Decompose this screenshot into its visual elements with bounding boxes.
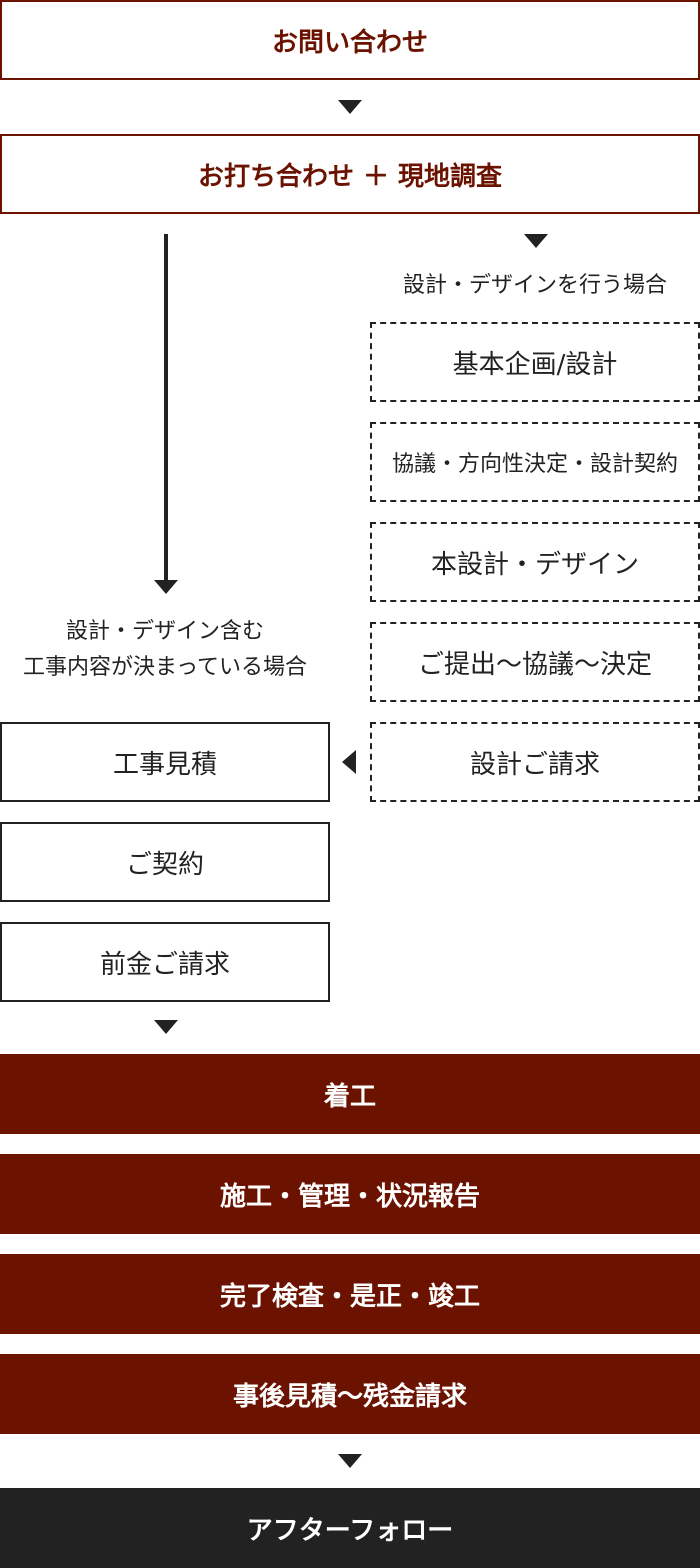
down-arrow-icon [154, 1020, 178, 1034]
design-step: 本設計・デザイン [370, 522, 700, 602]
construction-step: 前金ご請求 [0, 922, 330, 1002]
direct-branch-label-line1: 設計・デザイン含む [65, 619, 264, 644]
down-arrow-icon [524, 234, 548, 248]
down-arrow-icon [338, 100, 362, 114]
direct-branch-line [164, 234, 168, 584]
execution-step: 事後見積〜残金請求 [0, 1354, 700, 1434]
design-step: 設計ご請求 [370, 722, 700, 802]
down-arrow-icon [338, 1454, 362, 1468]
down-arrow-icon [154, 580, 178, 594]
step-meeting-survey: お打ち合わせ ＋ 現地調査 [0, 134, 700, 214]
direct-branch-label: 設計・デザイン含む 工事内容が決まっている場合 [0, 614, 330, 686]
execution-step: 完了検査・是正・竣工 [0, 1254, 700, 1334]
design-step: 協議・方向性決定・設計契約 [370, 422, 700, 502]
direct-branch-label-line2: 工事内容が決まっている場合 [22, 655, 308, 680]
design-step: 基本企画/設計 [370, 322, 700, 402]
execution-step: 施工・管理・状況報告 [0, 1154, 700, 1234]
design-step: ご提出〜協議〜決定 [370, 622, 700, 702]
design-branch-label: 設計・デザインを行う場合 [402, 273, 667, 298]
construction-step: 工事見積 [0, 722, 330, 802]
left-arrow-icon [342, 750, 356, 774]
step-aftercare: アフターフォロー [0, 1488, 700, 1568]
construction-step: ご契約 [0, 822, 330, 902]
execution-step: 着工 [0, 1054, 700, 1134]
step-inquiry: お問い合わせ [0, 0, 700, 80]
